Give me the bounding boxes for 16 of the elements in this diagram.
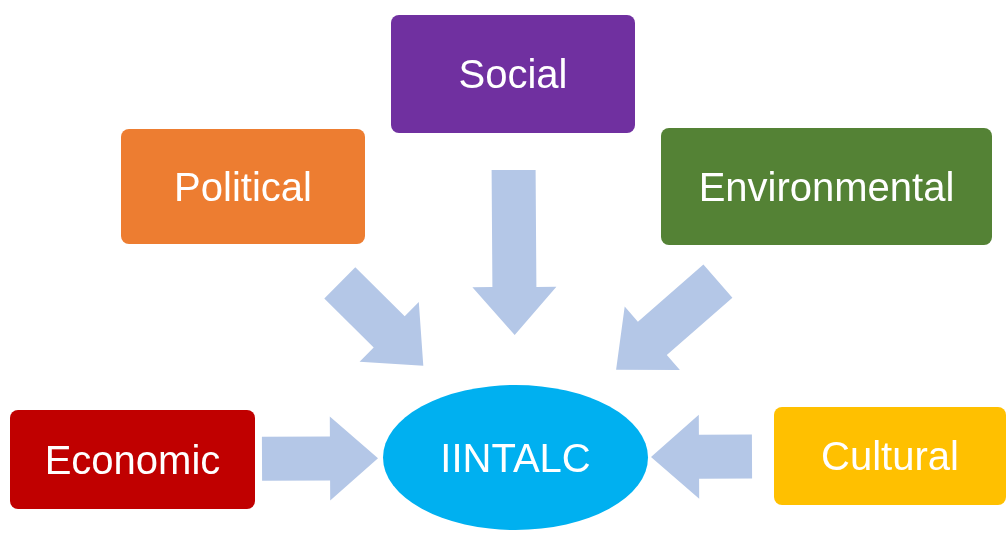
category-box [10, 410, 255, 509]
block-arrow [324, 267, 424, 366]
category-box [391, 15, 635, 133]
node-label: IINTALC [440, 435, 591, 480]
block-arrow [261, 416, 378, 501]
node-label: Political [174, 164, 312, 209]
node-label: Cultural [821, 434, 959, 478]
block-arrow [616, 264, 733, 370]
node-label: Social [458, 52, 568, 96]
category-box [774, 407, 1006, 505]
block-arrow [651, 414, 753, 499]
category-box [661, 128, 992, 245]
block-arrow [472, 169, 557, 335]
node-label: Environmental [698, 164, 955, 209]
node-label: Economic [44, 437, 221, 482]
category-box [121, 129, 365, 244]
